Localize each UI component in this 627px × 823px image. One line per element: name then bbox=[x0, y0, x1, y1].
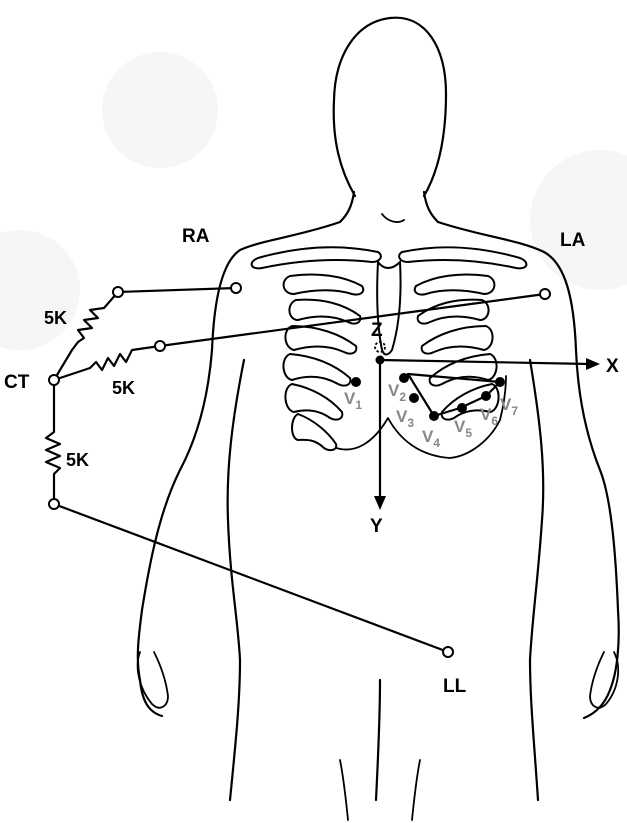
head-outline bbox=[334, 18, 446, 196]
right-hand-outline bbox=[138, 652, 168, 708]
clavicle-left bbox=[399, 247, 526, 268]
lead-v6-dot bbox=[481, 391, 491, 401]
lead-v3-dot bbox=[409, 393, 419, 403]
lead-v2-dot bbox=[399, 373, 409, 383]
lead-v5-label: V5 bbox=[454, 417, 472, 440]
resistor-middle-zigzag bbox=[54, 346, 160, 380]
lead-v4-label: V4 bbox=[422, 427, 440, 450]
ribcage bbox=[252, 247, 527, 458]
axis-x-arrowhead bbox=[586, 358, 600, 370]
axis-origin bbox=[376, 356, 385, 365]
chin-mark bbox=[382, 214, 404, 222]
axis-y-arrowhead bbox=[374, 496, 386, 510]
lead-v1-dot bbox=[351, 377, 361, 387]
node-ct bbox=[49, 375, 59, 385]
label-ll: LL bbox=[443, 676, 467, 697]
inner-leg-outline bbox=[376, 680, 380, 800]
lead-v5-dot bbox=[457, 403, 467, 413]
electrode-ll bbox=[443, 647, 453, 657]
resistor-lower-zigzag bbox=[46, 380, 60, 504]
node-resistor-lower bbox=[49, 499, 59, 509]
node-resistor-upper bbox=[113, 287, 123, 297]
lead-v3-label: V3 bbox=[396, 407, 414, 430]
clavicle-right bbox=[252, 247, 381, 268]
label-axis-z: Z bbox=[371, 320, 383, 341]
label-resistor-lower: 5K bbox=[66, 450, 89, 470]
lead-v7-label: V7 bbox=[500, 395, 518, 418]
neck-outline bbox=[340, 192, 354, 222]
label-la: LA bbox=[560, 230, 586, 251]
electrode-la bbox=[540, 289, 550, 299]
label-resistor-middle: 5K bbox=[112, 378, 135, 398]
label-ra: RA bbox=[182, 226, 210, 247]
label-axis-y: Y bbox=[370, 516, 383, 537]
lead-v4-dot bbox=[429, 411, 439, 421]
electrode-ra bbox=[231, 283, 241, 293]
label-axis-x: X bbox=[606, 356, 619, 377]
label-resistor-upper: 5K bbox=[44, 308, 67, 328]
lead-v7-dot bbox=[495, 377, 505, 387]
lead-v1-label: V1 bbox=[344, 389, 362, 412]
node-resistor-middle bbox=[155, 341, 165, 351]
label-ct: CT bbox=[4, 372, 30, 393]
lead-v2-label: V2 bbox=[388, 381, 406, 404]
